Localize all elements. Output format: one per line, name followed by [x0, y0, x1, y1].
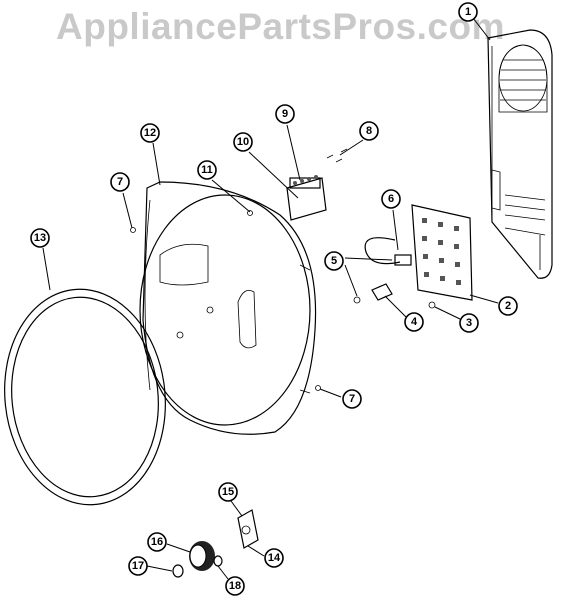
callout-16: 16 [147, 532, 167, 552]
callout-13: 13 [30, 228, 50, 248]
svg-text:6: 6 [388, 193, 394, 205]
callout-9: 9 [275, 104, 295, 124]
svg-text:1: 1 [465, 6, 471, 18]
svg-text:16: 16 [151, 536, 163, 548]
svg-text:4: 4 [411, 316, 418, 328]
callout-11: 11 [197, 160, 217, 180]
part-drum-roller [172, 541, 223, 578]
svg-text:15: 15 [222, 486, 234, 498]
svg-text:9: 9 [282, 108, 288, 120]
svg-text:8: 8 [366, 125, 372, 137]
watermark-text: AppliancePartsPros.com [56, 6, 505, 47]
part-terminal-block [411, 204, 473, 301]
callout-5: 5 [324, 251, 344, 271]
callout-10: 10 [233, 132, 253, 152]
part-roller-bracket [237, 509, 259, 549]
callout-18: 18 [225, 576, 245, 596]
svg-text:17: 17 [132, 560, 144, 572]
callout-2: 2 [498, 296, 518, 316]
callout-7-upper: 7 [110, 172, 130, 192]
callout-1: 1 [458, 2, 478, 22]
svg-text:10: 10 [237, 136, 249, 148]
part-sensor-wire [353, 237, 436, 309]
callout-17: 17 [128, 556, 148, 576]
callout-4: 4 [404, 312, 424, 332]
callout-7-lower: 7 [342, 389, 362, 409]
callout-14: 14 [264, 548, 284, 568]
svg-text:11: 11 [201, 164, 213, 176]
svg-text:13: 13 [34, 232, 46, 244]
callout-15: 15 [218, 482, 238, 502]
svg-text:7: 7 [349, 393, 355, 405]
svg-text:5: 5 [331, 255, 337, 267]
callout-6: 6 [381, 189, 401, 209]
callout-12: 12 [140, 123, 160, 143]
part-drum-ring [4, 288, 166, 506]
callout-8: 8 [359, 121, 379, 141]
part-bracket [247, 148, 348, 221]
svg-text:2: 2 [505, 300, 511, 312]
svg-text:7: 7 [117, 176, 123, 188]
svg-text:18: 18 [229, 580, 241, 592]
part-rear-panel [487, 29, 553, 279]
svg-text:14: 14 [268, 552, 281, 564]
part-bulkhead [130, 181, 321, 435]
callout-3: 3 [459, 313, 479, 333]
svg-text:3: 3 [466, 317, 472, 329]
svg-text:12: 12 [144, 127, 156, 139]
